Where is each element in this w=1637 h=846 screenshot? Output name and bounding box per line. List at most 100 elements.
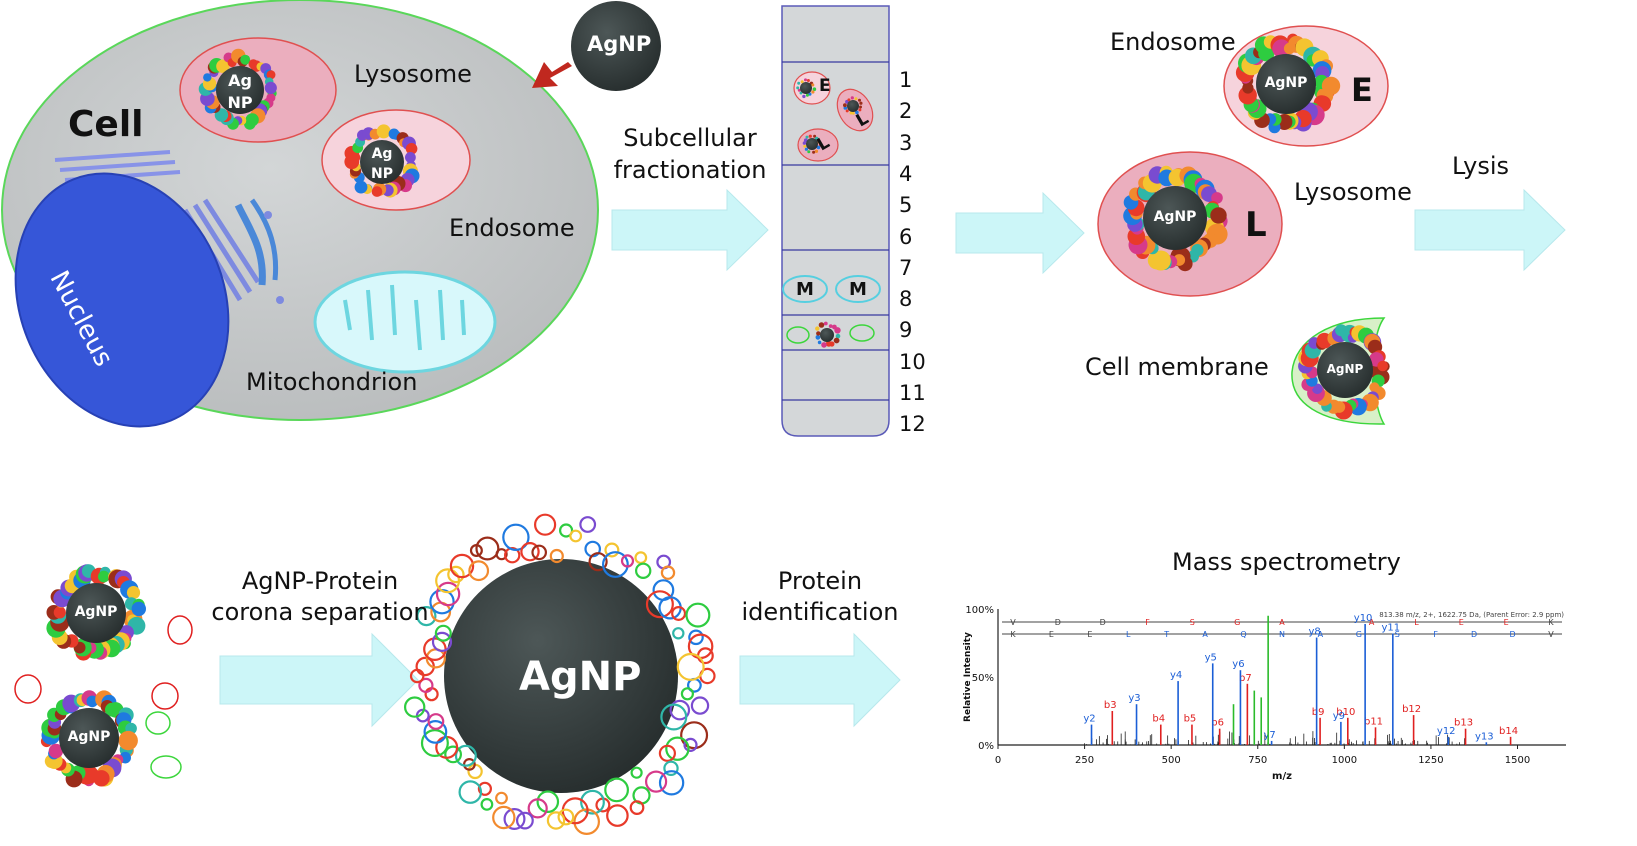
corona-particles [40, 33, 1390, 835]
corona-np [802, 134, 822, 154]
peak-label: y10 [1354, 613, 1373, 624]
peak-label: y13 [1475, 731, 1494, 742]
sequence-residue: E [1087, 630, 1092, 639]
band-mito-1 [782, 275, 828, 303]
fractionation-label: Subcellular fractionation [613, 124, 767, 184]
sequence-residue: S [1395, 630, 1400, 639]
x-tick-label: 500 [1162, 755, 1181, 766]
peak-label: y2 [1083, 714, 1095, 725]
corona-np [815, 321, 841, 348]
y-tick-label: 50% [972, 673, 994, 684]
process-arrows [219, 188, 1566, 728]
sequence-residue: D [1509, 630, 1515, 639]
peak-label: y9 [1333, 711, 1345, 722]
np-label: Ag NP [371, 146, 393, 182]
tube-body [781, 5, 890, 437]
big-np-corona [404, 513, 716, 835]
cell-label: Cell [68, 104, 144, 145]
ms-header-text: 813.38 m/z, 2+, 1622.75 Da, (Parent Erro… [1379, 611, 1564, 619]
fraction-number: 11 [899, 381, 926, 405]
peak-label: y3 [1128, 693, 1140, 704]
ms-title: Mass spectrometry [1172, 548, 1401, 576]
sequence-residue: V [1010, 618, 1016, 627]
lysosome-label: Lysosome [354, 60, 472, 88]
band-membrane-1 [786, 326, 810, 344]
np-label: AgNP [1264, 74, 1308, 91]
fraction-number: 1 [899, 68, 913, 92]
peak-label: b4 [1152, 714, 1165, 725]
sequence-residue: D [1055, 618, 1061, 627]
corona-np [46, 564, 146, 661]
x-axis-label: m/z [1272, 771, 1292, 782]
np-label: AgNP [67, 728, 111, 745]
corona-np [40, 690, 138, 788]
peak-label: b12 [1402, 704, 1421, 715]
sequence-residue: F [1145, 618, 1150, 627]
peak-label: b3 [1104, 700, 1117, 711]
peak-label: b9 [1312, 707, 1325, 718]
x-tick-label: 750 [1248, 755, 1267, 766]
sequence-residue: K [1010, 630, 1016, 639]
fraction-number: 5 [899, 193, 913, 218]
y-tick-label: 0% [978, 741, 994, 752]
x-tick-label: 1500 [1505, 755, 1530, 766]
corona-np [796, 78, 817, 99]
uptake-arrow [532, 62, 572, 88]
peak-label: y4 [1170, 670, 1182, 681]
external-np-label: AgNP [587, 32, 652, 56]
corona-np [198, 48, 277, 130]
cell-membrane-label: Cell membrane [1085, 353, 1269, 381]
peak-label: y8 [1308, 627, 1320, 638]
sequence-residue: Q [1240, 630, 1246, 639]
sequence-residue: G [1234, 618, 1240, 627]
corona-np [1235, 33, 1341, 134]
peak-label: b5 [1184, 714, 1197, 725]
band-mito-2 [835, 275, 881, 303]
y-tick-label: 100% [965, 605, 994, 616]
tube-letter-e: E [819, 76, 831, 96]
sequence-residue: D [1100, 618, 1106, 627]
mitochondrion-label: Mitochondrion [246, 368, 418, 396]
separation-label: AgNP-Protein corona separation [211, 567, 429, 626]
sequence-residue: G [1356, 630, 1362, 639]
np-label: AgNP [1326, 362, 1364, 377]
fraction-number: 4 [899, 161, 913, 186]
np-label: AgNP [74, 603, 118, 620]
big-np-core [444, 559, 678, 793]
external-np [571, 1, 661, 91]
sequence-residue: A [1369, 618, 1375, 627]
sequence-residue: L [1414, 618, 1419, 627]
peak-label: y11 [1382, 622, 1401, 633]
fraction-number: 8 [899, 287, 913, 312]
isolated-endosome-letter: E [1351, 71, 1373, 109]
peak-label: y12 [1437, 726, 1456, 737]
x-tick-label: 1000 [1332, 755, 1357, 766]
arrow-identification [739, 632, 901, 728]
sequence-residue: F [1433, 630, 1438, 639]
sequence-residue: S [1190, 618, 1195, 627]
isolated-lysosome-label: Lysosome [1294, 178, 1412, 206]
fraction-number: 3 [899, 130, 913, 155]
y-axis-label: Relative Intensity [963, 632, 973, 722]
fraction-number: 10 [899, 349, 926, 374]
arrow-fractionation [611, 188, 769, 272]
big-np-label: AgNP [519, 654, 642, 700]
nucleus [14, 172, 230, 428]
sequence-residue: A [1202, 630, 1208, 639]
x-tick-label: 0 [995, 755, 1001, 766]
fraction-number: 6 [899, 224, 913, 249]
x-tick-label: 250 [1075, 755, 1094, 766]
mitochondrion [313, 270, 497, 374]
sequence-residue: E [1049, 630, 1054, 639]
corona-np [843, 96, 863, 115]
identification-label: Protein identification [741, 567, 899, 626]
sequence-residue: E [1459, 618, 1464, 627]
band-membrane-2 [849, 324, 875, 342]
peak-label: b13 [1454, 718, 1473, 729]
peak-label: y6 [1232, 659, 1244, 670]
sequence-residue: A [1279, 618, 1285, 627]
